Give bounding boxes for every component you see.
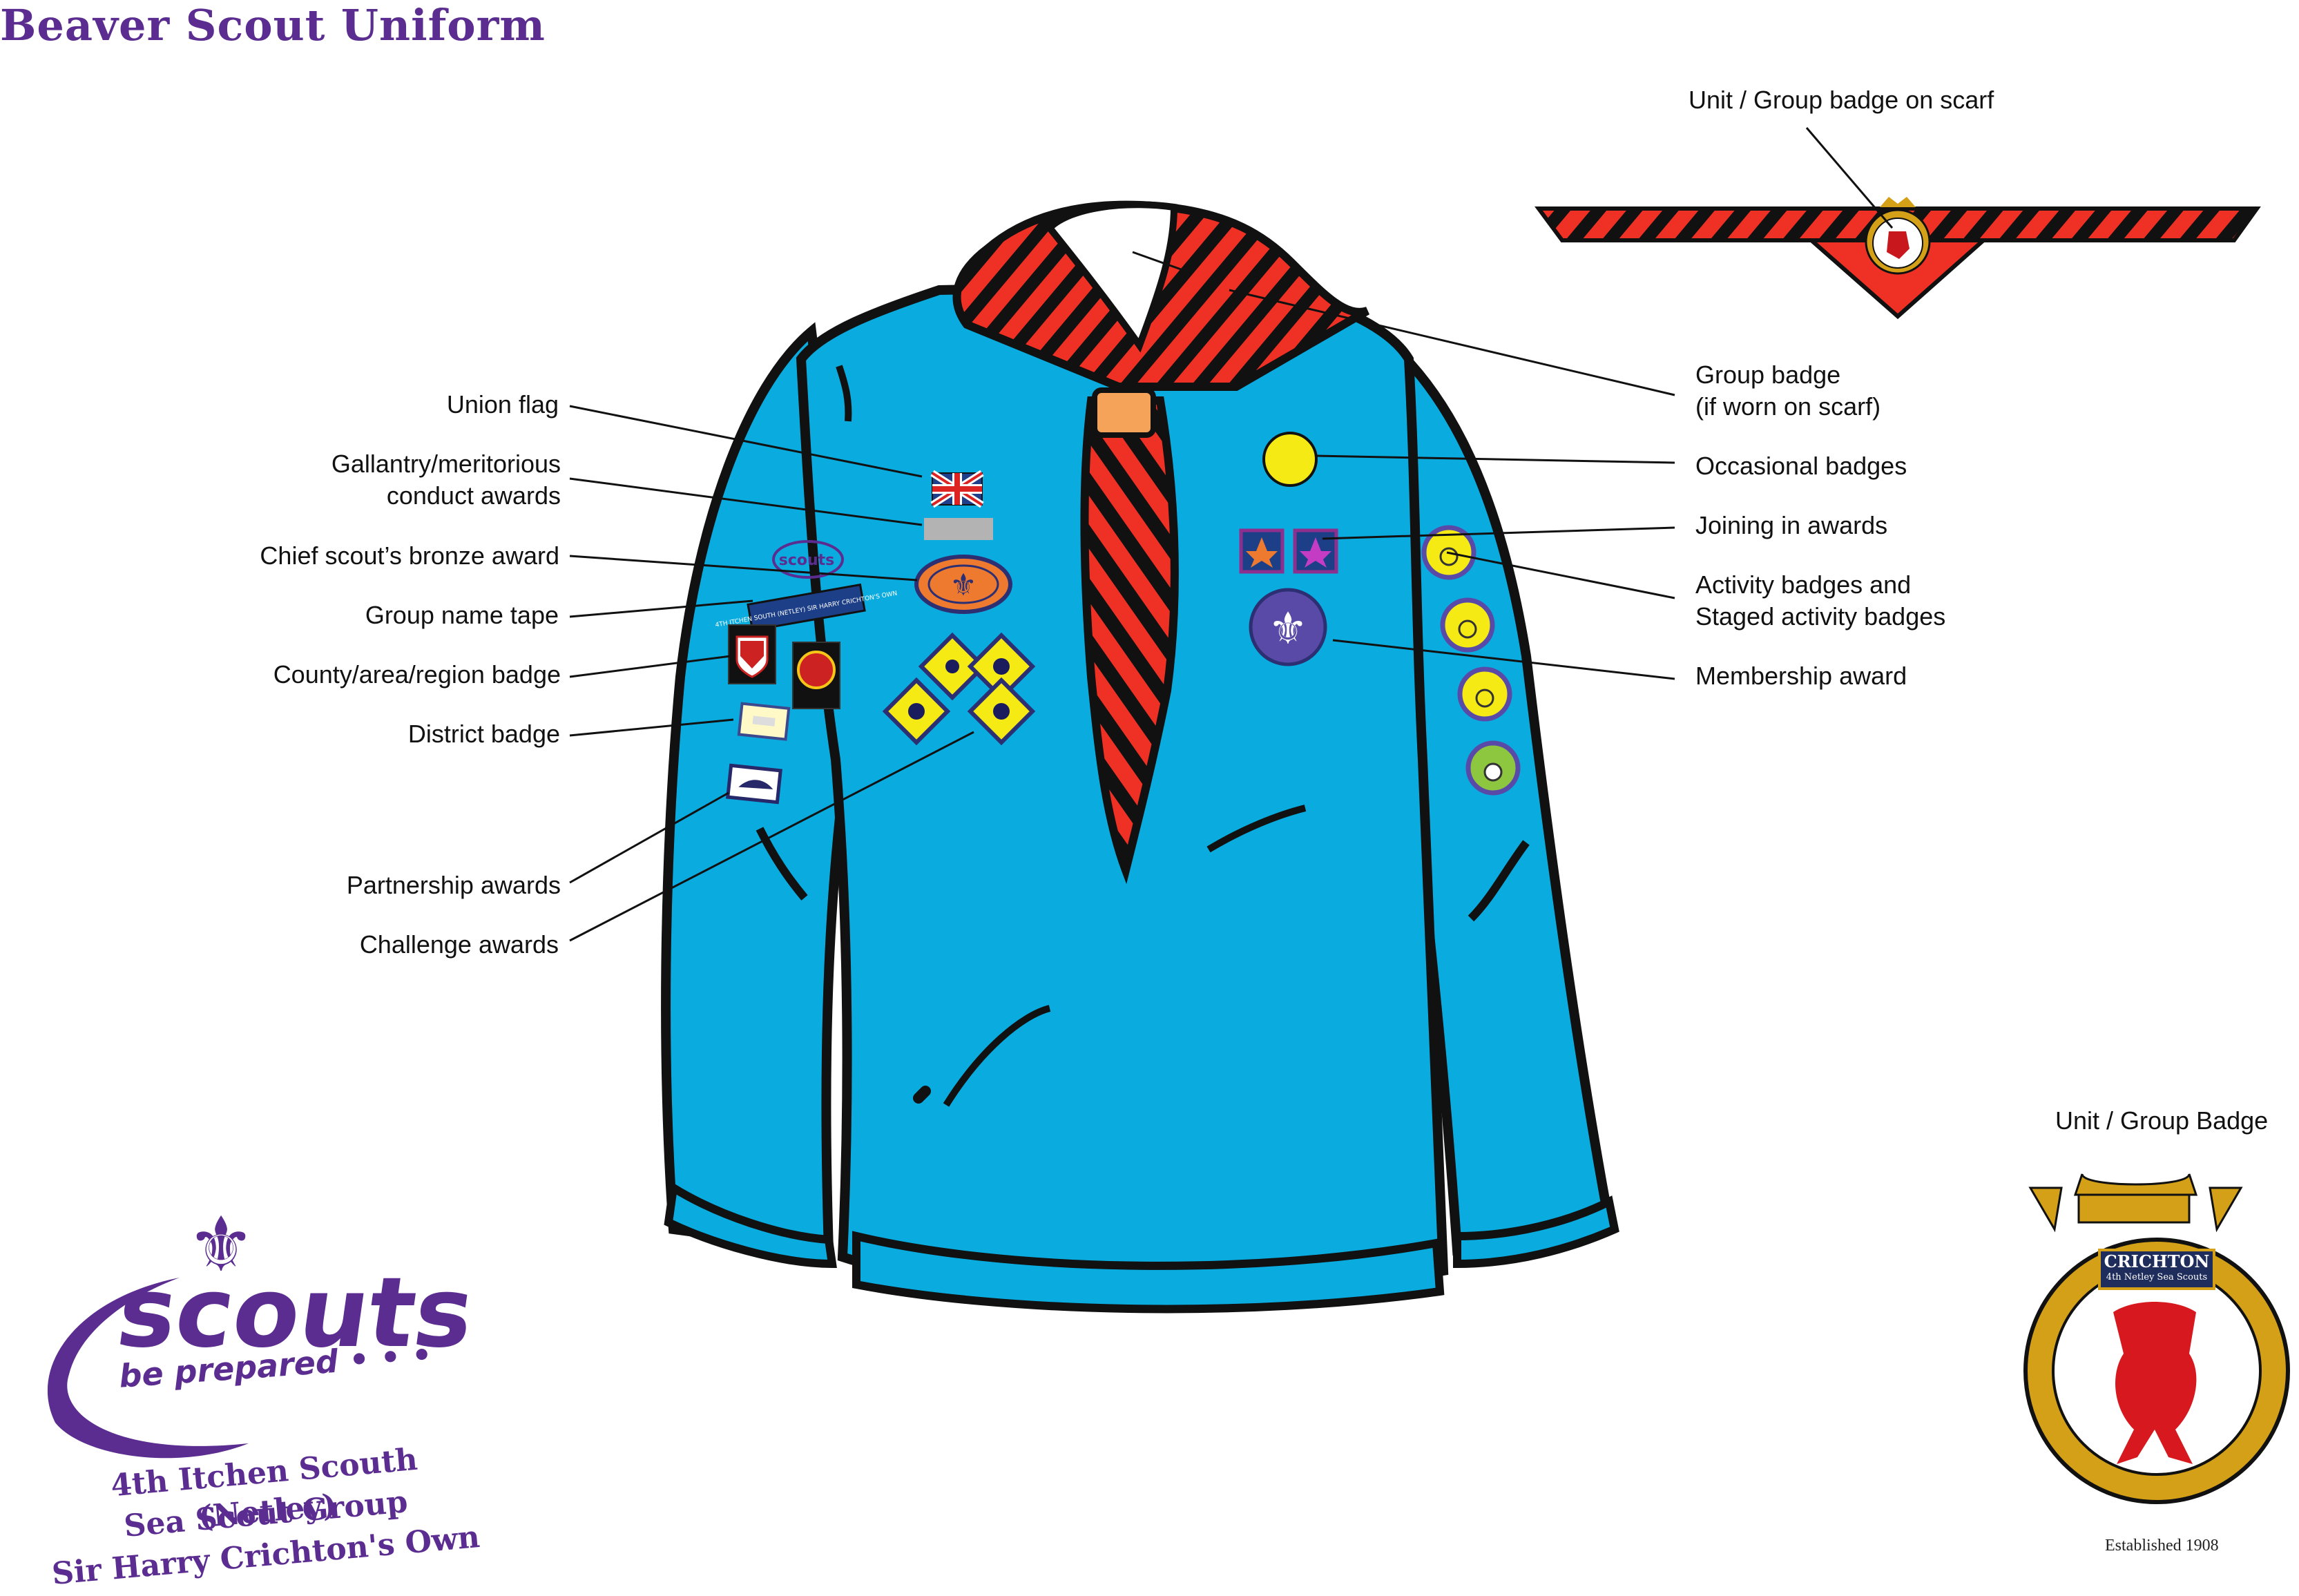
unit-crest <box>2023 1173 2290 1504</box>
label-group-name-tape: Group name tape <box>365 601 559 629</box>
joining-in-award-badges <box>1239 528 1338 574</box>
fold-line <box>1468 840 1530 922</box>
union-flag-badge <box>930 470 984 508</box>
scarf-diagram <box>1535 197 2261 320</box>
fold-line <box>756 827 808 901</box>
fold-line <box>943 1005 1051 1107</box>
crest-name: CRICHTON <box>2104 1251 2210 1271</box>
occasional-badge <box>1262 432 1318 487</box>
label-staged-activity-badges: Staged activity badges <box>1695 602 1946 631</box>
label-conduct-awards: conduct awards <box>386 481 561 510</box>
neckerchief <box>952 200 1370 885</box>
district-badge <box>792 642 840 709</box>
chief-scout-bronze-badge: ⚜ <box>914 555 1012 614</box>
crest-banner <box>2098 1249 2215 1290</box>
label-group-badge: Group badge <box>1695 360 1841 389</box>
scarf-tail <box>1080 396 1179 885</box>
leader-lines <box>569 127 1894 942</box>
partnership-award-badge <box>726 763 782 805</box>
scouts-logo-swoosh: ⚜ <box>47 1200 256 1459</box>
label-group-badge-note: (if worn on scarf) <box>1695 392 1881 421</box>
label-membership-award: Membership award <box>1695 662 1907 690</box>
fold-dot <box>913 1086 931 1104</box>
county-badge <box>728 624 776 684</box>
fleur-de-lis-icon: ⚜ <box>187 1200 256 1289</box>
page-title: Beaver Scout Uniform <box>0 0 546 50</box>
label-activity-badges: Activity badges and <box>1695 570 1912 599</box>
collar-opening <box>1045 201 1178 353</box>
label-unit-badge-scarf: Unit / Group badge on scarf <box>1689 86 1994 114</box>
label-county-badge: County/area/region badge <box>273 660 561 689</box>
fold-line <box>1206 805 1307 853</box>
label-district-badge: District badge <box>407 720 560 748</box>
right-cuff <box>1453 1195 1619 1269</box>
label-unit-group-badge: Unit / Group Badge <box>2055 1106 2269 1135</box>
established-year: Established 1908 <box>2105 1537 2219 1555</box>
left-cuff <box>664 1181 837 1269</box>
scouts-mini-logo: scouts <box>772 540 844 579</box>
challenge-award-badges <box>882 632 1036 746</box>
crest-subtitle: 4th Netley Sea Scouts <box>2106 1272 2208 1282</box>
label-gallantry-awards: Gallantry/meritorious <box>331 450 561 478</box>
membership-award-badge: ⚜ <box>1249 588 1327 666</box>
scarf-unit-badge <box>1865 197 1931 275</box>
label-chief-scout-bronze: Chief scout’s bronze award <box>260 541 559 570</box>
svg-text:⚜: ⚜ <box>1268 604 1307 655</box>
waistband <box>852 1231 1445 1314</box>
label-occasional-badges: Occasional badges <box>1695 452 1907 480</box>
svg-text:scouts: scouts <box>779 552 835 569</box>
gallantry-award-badge <box>924 518 993 540</box>
woggle <box>1092 387 1156 438</box>
fold-line <box>836 365 852 422</box>
svg-text:⚜: ⚜ <box>950 568 977 603</box>
label-joining-in-awards: Joining in awards <box>1695 511 1888 539</box>
label-union-flag: Union flag <box>446 390 559 419</box>
label-challenge-awards: Challenge awards <box>359 930 559 959</box>
district-tab-badge <box>737 702 791 741</box>
label-partnership-awards: Partnership awards <box>346 871 561 899</box>
